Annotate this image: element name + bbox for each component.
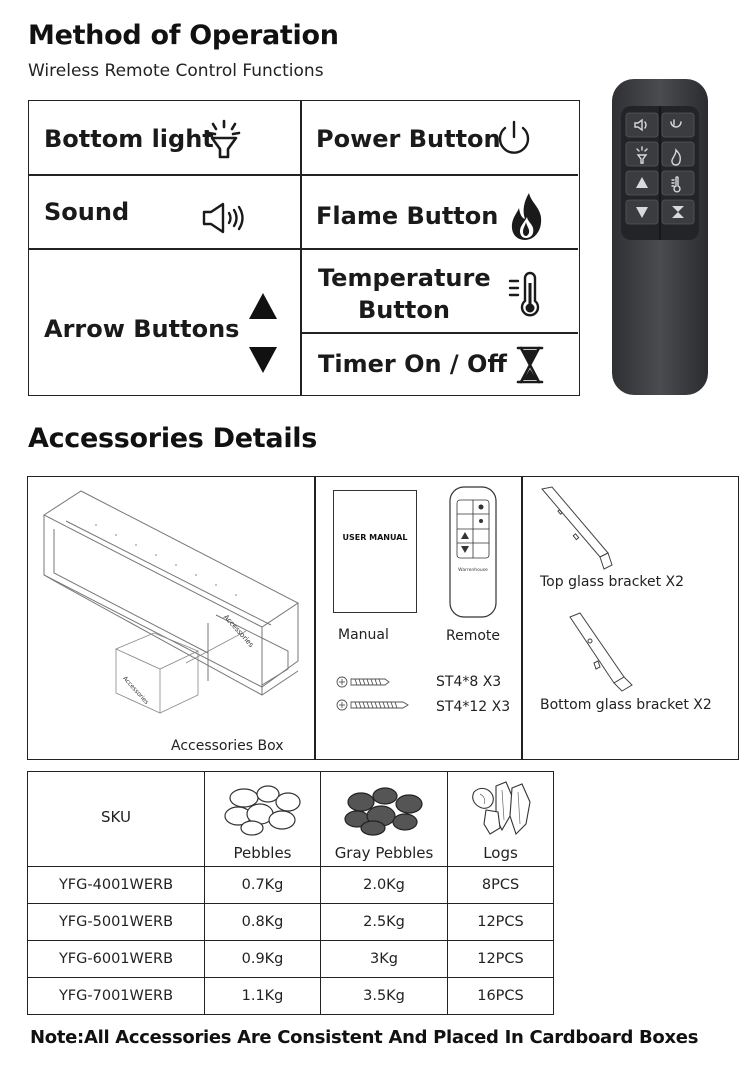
timer-label: Timer On / Off (318, 350, 507, 378)
table-row: YFG-6001WERB 0.9Kg 3Kg 12PCS (27, 940, 554, 978)
screw-st4-12-label: ST4*12 X3 (436, 699, 511, 715)
bottom-glass-bracket-label: Bottom glass bracket X2 (540, 697, 712, 713)
sku-table: SKU Pebbles Gray (27, 771, 554, 1015)
temperature-label-line1: Temperature (318, 264, 491, 292)
header-logs-label: Logs (483, 844, 518, 862)
flame-button-label: Flame Button (316, 202, 499, 230)
pebbles-cell: 0.9Kg (204, 940, 321, 978)
power-icon (498, 120, 530, 154)
table-row: YFG-5001WERB 0.8Kg 2.5Kg 12PCS (27, 903, 554, 941)
pebbles-cell: 1.1Kg (204, 977, 321, 1015)
screw-icons (336, 676, 409, 711)
remote-label: Remote (446, 628, 501, 644)
gray-pebbles-cell: 3.5Kg (320, 977, 448, 1015)
svg-text:Warrenhouse: Warrenhouse (458, 567, 488, 573)
bottom-light-icon (207, 119, 241, 159)
remote-functions-table: Bottom light Power Button Sound Flame Bu… (28, 100, 580, 396)
manual-label: Manual (338, 627, 389, 643)
power-button-label: Power Button (316, 125, 501, 153)
accessories-panel: Accessories Accessories Accessories Box … (27, 476, 739, 760)
header-pebbles-label: Pebbles (233, 844, 292, 862)
bottom-light-label: Bottom light (44, 125, 214, 153)
temperature-label-line2: Button (358, 296, 450, 324)
top-glass-bracket-label: Top glass bracket X2 (540, 574, 685, 590)
sku-cell: YFG-4001WERB (27, 866, 205, 904)
arrow-down-icon (249, 347, 277, 373)
screw-st4-8-label: ST4*8 X3 (436, 674, 502, 690)
gray-pebbles-cell: 2.5Kg (320, 903, 448, 941)
table-row: YFG-7001WERB 1.1Kg 3.5Kg 16PCS (27, 977, 554, 1015)
gray-pebbles-cell: 2.0Kg (320, 866, 448, 904)
sku-cell: YFG-7001WERB (27, 977, 205, 1015)
accessories-box-label: Accessories Box (171, 738, 284, 754)
table-divider (300, 332, 578, 334)
accessories-title: Accessories Details (28, 423, 317, 454)
hourglass-icon (516, 346, 544, 384)
gray-pebbles-icon (344, 787, 423, 836)
header-sku: SKU (27, 771, 205, 867)
pebbles-cell: 0.8Kg (204, 903, 321, 941)
arrow-up-icon (249, 293, 277, 319)
panel-divider (521, 477, 523, 759)
pebbles-cell: 0.7Kg (204, 866, 321, 904)
table-header-row: SKU Pebbles Gray (27, 771, 554, 867)
sound-label: Sound (44, 198, 130, 226)
header-gray-pebbles-label: Gray Pebbles (334, 844, 434, 862)
header-pebbles: Pebbles (204, 771, 321, 867)
logs-cell: 8PCS (447, 866, 554, 904)
manual-cover-title: USER MANUAL (342, 533, 408, 542)
bottom-glass-bracket-image (569, 612, 633, 692)
sku-cell: YFG-6001WERB (27, 940, 205, 978)
panel-divider (314, 477, 316, 759)
logs-cell: 12PCS (447, 903, 554, 941)
gray-pebbles-cell: 3Kg (320, 940, 448, 978)
table-row: YFG-4001WERB 0.7Kg 2.0Kg 8PCS (27, 866, 554, 904)
sku-cell: YFG-5001WERB (27, 903, 205, 941)
logs-cell: 16PCS (447, 977, 554, 1015)
logs-icon (471, 781, 531, 836)
header-sku-label: SKU (101, 808, 131, 826)
fireplace-drawing (43, 490, 299, 714)
flame-icon (511, 193, 542, 240)
header-logs: Logs (447, 771, 554, 867)
page-subtitle: Wireless Remote Control Functions (28, 61, 324, 81)
footer-note: Note:All Accessories Are Consistent And … (30, 1027, 699, 1048)
logs-cell: 12PCS (447, 940, 554, 978)
pebbles-icon (223, 785, 301, 836)
header-gray-pebbles: Gray Pebbles (320, 771, 448, 867)
table-divider (29, 174, 578, 176)
speaker-icon (202, 202, 244, 234)
page-title: Method of Operation (28, 20, 339, 51)
manual-image: USER MANUAL (333, 490, 417, 613)
thermometer-icon (508, 271, 540, 317)
remote-sketch: Warrenhouse (449, 486, 497, 618)
remote-control-image (612, 79, 708, 395)
top-glass-bracket-image (541, 486, 613, 570)
table-divider (29, 248, 578, 250)
arrow-buttons-label: Arrow Buttons (44, 315, 240, 343)
